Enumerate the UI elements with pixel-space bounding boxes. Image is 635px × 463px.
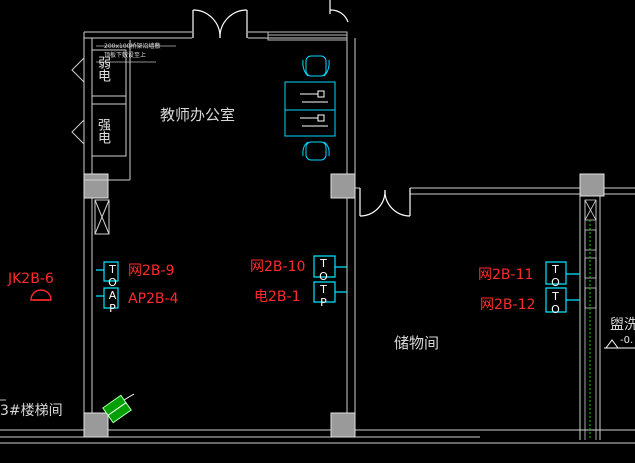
closet-weak-label: 弱电 bbox=[95, 56, 110, 82]
camera-label: JK2B-6 bbox=[8, 271, 54, 287]
note-line-1: 200x100桥架沿墙敷 bbox=[104, 43, 161, 50]
outlet-label-right-top: 网2B-11 bbox=[478, 267, 534, 283]
closets bbox=[71, 40, 131, 235]
room-label-storage: 储物间 bbox=[394, 334, 440, 352]
note-line-2: 顶板下敷设至上 bbox=[104, 52, 147, 59]
room-label-washroom: 盥洗 bbox=[610, 317, 635, 333]
camera-symbol bbox=[30, 289, 52, 301]
outlet-label-left-top: 网2B-9 bbox=[128, 263, 175, 279]
columns bbox=[83, 173, 605, 438]
office-walls bbox=[0, 31, 635, 444]
outlet-sym-left-top: TO bbox=[106, 263, 119, 289]
outlet-label-mid-top: 网2B-10 bbox=[250, 259, 306, 275]
desk-group bbox=[284, 55, 336, 161]
ap-device bbox=[102, 393, 135, 424]
outlet-sym-left-bottom: AP bbox=[106, 289, 119, 315]
outlet-sym-mid-top: TO bbox=[317, 257, 330, 283]
outlet-sym-right-bottom: TO bbox=[549, 290, 562, 316]
door-top bbox=[192, 9, 248, 39]
closet-strong-label: 强电 bbox=[95, 118, 110, 144]
outlet-label-mid-bottom: 电2B-1 bbox=[254, 289, 301, 305]
outlet-symbols bbox=[96, 255, 580, 313]
room-label-stair: 3#楼梯间 bbox=[0, 403, 63, 419]
room-label-office: 教师办公室 bbox=[160, 106, 236, 124]
door-storage bbox=[359, 188, 411, 217]
outlet-sym-right-top: TO bbox=[549, 263, 562, 289]
elevation-label: -0. bbox=[620, 335, 634, 346]
outlet-label-left-bottom: AP2B-4 bbox=[128, 291, 179, 307]
outlet-sym-mid-bottom: TP bbox=[317, 283, 330, 309]
outlet-label-right-bottom: 网2B-12 bbox=[480, 297, 536, 313]
